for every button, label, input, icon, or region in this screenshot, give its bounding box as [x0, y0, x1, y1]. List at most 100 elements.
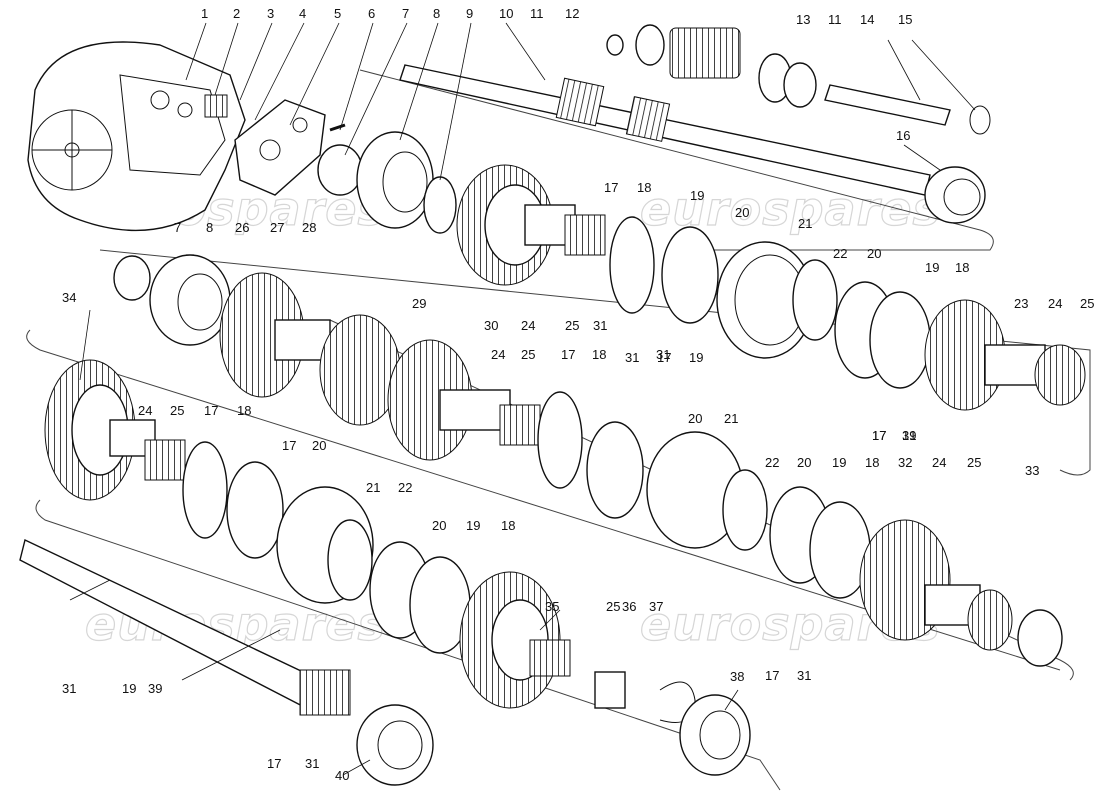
callout-label: 18 [865, 455, 879, 470]
callout-label: 17 [604, 180, 618, 195]
callout-label: 24 [521, 318, 535, 333]
lower-tray-outline [26, 329, 1061, 671]
callout-label: 17 [267, 756, 281, 771]
callout-label: 19 [902, 428, 916, 443]
input-shaft [399, 64, 931, 196]
callout-label: 19 [122, 681, 136, 696]
middle-synchro-rings [537, 391, 1063, 667]
callout-label: 38 [730, 669, 744, 684]
callout-label: 23 [1014, 296, 1028, 311]
callout-label: 31 [656, 347, 670, 362]
callout-label: 17 [282, 438, 296, 453]
callout-label: 31 [305, 756, 319, 771]
callout-label: 20 [797, 455, 811, 470]
callout-label: 13 [796, 12, 810, 27]
callout-label: 29 [412, 296, 426, 311]
callout-label: 24 [932, 455, 946, 470]
callout-label: 39 [148, 681, 162, 696]
callout-label: 17 [872, 428, 886, 443]
tray-outlines [26, 69, 1091, 791]
lower-synchro-rings [182, 441, 751, 776]
upper-synchro-rings [609, 216, 1086, 411]
callout-label: 24 [1048, 296, 1062, 311]
output-shaft [19, 539, 434, 786]
callout-label: 8 [206, 220, 213, 235]
upper-bearing-set [317, 131, 457, 234]
callout-label: 10 [499, 6, 513, 21]
callout-label: 36 [622, 599, 636, 614]
callout-label: 19 [925, 260, 939, 275]
callout-label: 32 [898, 455, 912, 470]
callout-label: 11 [530, 6, 544, 21]
upper-tray-outline [359, 69, 994, 251]
callout-label: 9 [466, 6, 473, 21]
gear-30 [456, 164, 606, 286]
gear-34 [44, 359, 186, 501]
callout-label: 16 [896, 128, 910, 143]
callout-label: 24 [491, 347, 505, 362]
callout-label: 37 [649, 599, 663, 614]
callout-label: 19 [832, 455, 846, 470]
bearing-16 [924, 166, 986, 224]
callout-label: 15 [898, 12, 912, 27]
leader-lines [69, 22, 976, 776]
callout-label: 31 [797, 668, 811, 683]
callout-label: 20 [867, 246, 881, 261]
callout-label: 25 [170, 403, 184, 418]
callout-label: 18 [637, 180, 651, 195]
callout-label: 12 [565, 6, 579, 21]
callout-label: 22 [398, 480, 412, 495]
callout-label: 25 [565, 318, 579, 333]
callout-label: 27 [270, 220, 284, 235]
middle-gear-cluster [113, 254, 541, 461]
callout-label: 19 [466, 518, 480, 533]
gearbox-housing [27, 41, 246, 232]
callout-label: 8 [433, 6, 440, 21]
callout-label: 18 [955, 260, 969, 275]
callout-label: 25 [606, 599, 620, 614]
callout-label: 31 [902, 428, 916, 443]
callout-label: 31 [625, 350, 639, 365]
callout-label: 24 [138, 403, 152, 418]
bottom-tray-outline [35, 499, 781, 791]
callout-label: 5 [334, 6, 341, 21]
callout-labels: 1 2 3 4 5 6 7 8 9 10 11 12 13 11 14 15 1… [62, 6, 1094, 783]
callout-label: 19 [690, 188, 704, 203]
callout-label: 2 [233, 6, 240, 21]
callout-label: 31 [62, 681, 76, 696]
callout-label: 18 [592, 347, 606, 362]
callout-label: 22 [765, 455, 779, 470]
callout-label: 20 [312, 438, 326, 453]
callout-label: 17 [204, 403, 218, 418]
callout-label: 21 [724, 411, 738, 426]
callout-label: 20 [735, 205, 749, 220]
oil-pump-plate [234, 99, 346, 196]
callout-label: 6 [368, 6, 375, 21]
callout-label: 40 [335, 768, 349, 783]
callout-label: 33 [1025, 463, 1039, 478]
callout-label: 11 [828, 12, 842, 27]
callout-label: 14 [860, 12, 874, 27]
callout-label: 4 [299, 6, 306, 21]
callout-label: 35 [545, 599, 559, 614]
callout-label: 30 [484, 318, 498, 333]
callout-label: 34 [62, 290, 76, 305]
callout-label: 17 [657, 350, 671, 365]
callout-label: 21 [798, 216, 812, 231]
callout-label: 25 [521, 347, 535, 362]
callout-label: 1 [201, 6, 208, 21]
callout-label: 17 [872, 428, 886, 443]
callout-label: 26 [235, 220, 249, 235]
callout-label: 20 [432, 518, 446, 533]
callout-label: 25 [1080, 296, 1094, 311]
callout-label: 17 [561, 347, 575, 362]
countershaft-cluster [606, 24, 991, 135]
callout-label: 3 [267, 6, 274, 21]
callout-label: 19 [689, 350, 703, 365]
callout-label: 7 [402, 6, 409, 21]
callout-label: 18 [237, 403, 251, 418]
callout-label: 22 [833, 246, 847, 261]
callout-label: 17 [765, 668, 779, 683]
callout-label: 25 [967, 455, 981, 470]
